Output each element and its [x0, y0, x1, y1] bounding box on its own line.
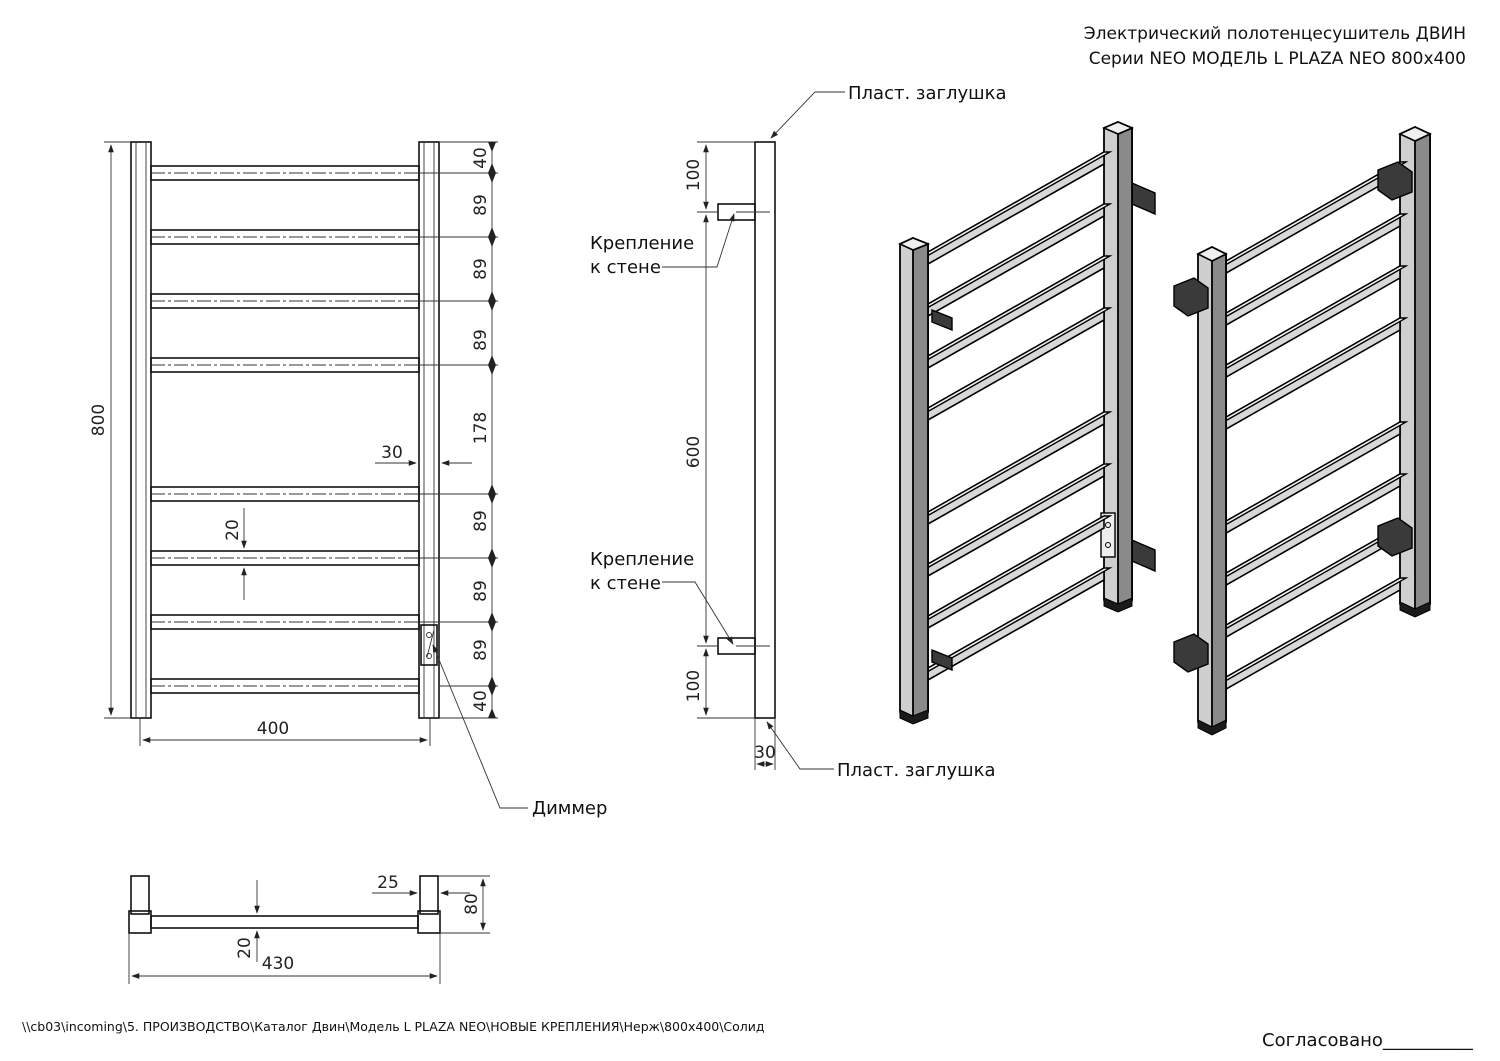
- isometric-view-back: [1173, 126, 1432, 736]
- spacing-1: 40: [471, 147, 491, 169]
- dim-total-width: 430: [262, 954, 294, 974]
- dim-width: 400: [257, 719, 289, 739]
- dim-side-depth: 30: [754, 743, 776, 763]
- cap-bottom-label: Пласт. заглушка: [837, 760, 995, 781]
- rungs: [150, 165, 420, 694]
- spacing-4: 89: [471, 329, 491, 351]
- front-view: 800 400 40 89 89 89 178 89 89 89 40 30: [89, 141, 607, 819]
- dim-mount-spacing: 600: [684, 436, 704, 468]
- right-column: [418, 141, 440, 719]
- spacing-6: 89: [471, 510, 491, 532]
- top-view: 430 25 80 20: [128, 873, 490, 984]
- spacing-5: 178: [471, 412, 491, 444]
- dim-top-offset: 100: [684, 159, 704, 191]
- mount-bottom-label-line1: Крепление: [590, 549, 694, 570]
- top-view-left-column: [130, 875, 150, 915]
- mount-top-label-line2: к стене: [590, 257, 661, 278]
- approved-label: Согласовано__________: [1262, 1030, 1474, 1051]
- dim-depth: 80: [462, 893, 482, 915]
- isometric-view-front: [898, 121, 1156, 725]
- left-column: [130, 141, 152, 719]
- spacing-2: 89: [471, 194, 491, 216]
- dim-bottom-offset: 100: [684, 670, 704, 702]
- top-view-right-column: [419, 875, 439, 915]
- mount-top-label-line1: Крепление: [590, 233, 694, 254]
- dimmer-box: [420, 624, 438, 666]
- side-view: 100 600 100 30 Пласт. заглушка Пласт. за…: [590, 83, 1006, 781]
- dim-bar-height: 20: [223, 519, 243, 541]
- dim-column-width: 25: [377, 873, 399, 893]
- drawing-title-line2: Серии NEO МОДЕЛЬ L PLAZA NEO 800x400: [1089, 49, 1466, 69]
- spacing-9: 40: [471, 690, 491, 712]
- drawing-title-line1: Электрический полотенцесушитель ДВИН: [1084, 24, 1466, 44]
- file-path: \\cb03\incoming\5. ПРОИЗВОДСТВО\Каталог …: [22, 1019, 765, 1034]
- spacing-7: 89: [471, 580, 491, 602]
- spacing-8: 89: [471, 639, 491, 661]
- top-view-rung: [150, 915, 419, 929]
- iso-rungs-front: [911, 150, 1113, 690]
- cap-top-label: Пласт. заглушка: [848, 83, 1006, 104]
- dim-height: 800: [89, 404, 109, 436]
- mount-bottom-label-line2: к стене: [590, 573, 661, 594]
- dim-side-offset: 30: [381, 443, 403, 463]
- side-column: [754, 141, 776, 719]
- spacing-3: 89: [471, 258, 491, 280]
- dim-bar-thickness: 20: [235, 937, 255, 959]
- iso-rungs-back: [1211, 160, 1409, 698]
- dimmer-label: Диммер: [532, 798, 607, 819]
